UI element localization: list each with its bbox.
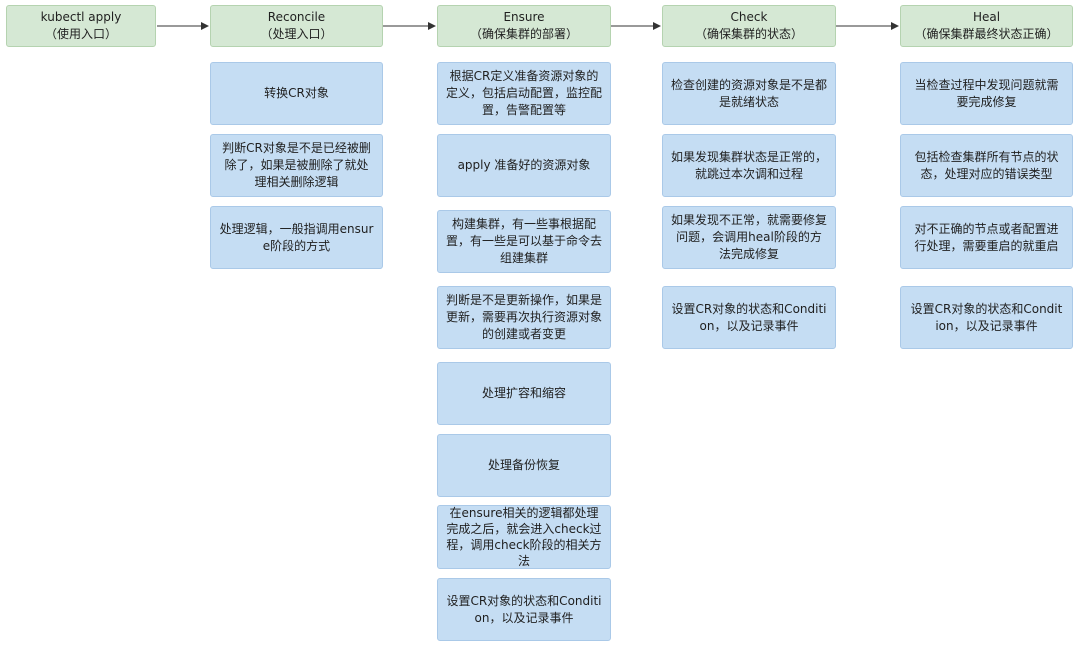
heal-step: 当检查过程中发现问题就需要完成修复 [900, 62, 1073, 125]
check-step: 设置CR对象的状态和Condition，以及记录事件 [662, 286, 836, 349]
stage-heal: Heal （确保集群最终状态正确） [900, 5, 1073, 47]
ensure-step: 处理扩容和缩容 [437, 362, 611, 425]
reconcile-step: 判断CR对象是不是已经被删除了，如果是被删除了就处理相关删除逻辑 [210, 134, 383, 197]
heal-step: 对不正确的节点或者配置进行处理，需要重启的就重启 [900, 206, 1073, 269]
ensure-step: 设置CR对象的状态和Condition，以及记录事件 [437, 578, 611, 641]
reconcile-step: 转换CR对象 [210, 62, 383, 125]
ensure-step: 处理备份恢复 [437, 434, 611, 497]
reconcile-step: 处理逻辑，一般指调用ensure阶段的方式 [210, 206, 383, 269]
heal-step: 设置CR对象的状态和Condition，以及记录事件 [900, 286, 1073, 349]
stage-ensure: Ensure （确保集群的部署） [437, 5, 611, 47]
heal-step: 包括检查集群所有节点的状态，处理对应的错误类型 [900, 134, 1073, 197]
stage-check: Check （确保集群的状态） [662, 5, 836, 47]
ensure-step: 根据CR定义准备资源对象的定义，包括启动配置，监控配置，告警配置等 [437, 62, 611, 125]
check-step: 如果发现集群状态是正常的，就跳过本次调和过程 [662, 134, 836, 197]
ensure-step: apply 准备好的资源对象 [437, 134, 611, 197]
stage-kubectl-apply: kubectl apply （使用入口） [6, 5, 156, 47]
stage-reconcile: Reconcile （处理入口） [210, 5, 383, 47]
ensure-step: 构建集群，有一些事根据配置，有一些是可以基于命令去组建集群 [437, 210, 611, 273]
check-step: 检查创建的资源对象是不是都是就绪状态 [662, 62, 836, 125]
ensure-step: 在ensure相关的逻辑都处理完成之后，就会进入check过程，调用check阶… [437, 505, 611, 569]
check-step: 如果发现不正常，就需要修复问题，会调用heal阶段的方法完成修复 [662, 206, 836, 269]
ensure-step: 判断是不是更新操作，如果是更新，需要再次执行资源对象的创建或者变更 [437, 286, 611, 349]
